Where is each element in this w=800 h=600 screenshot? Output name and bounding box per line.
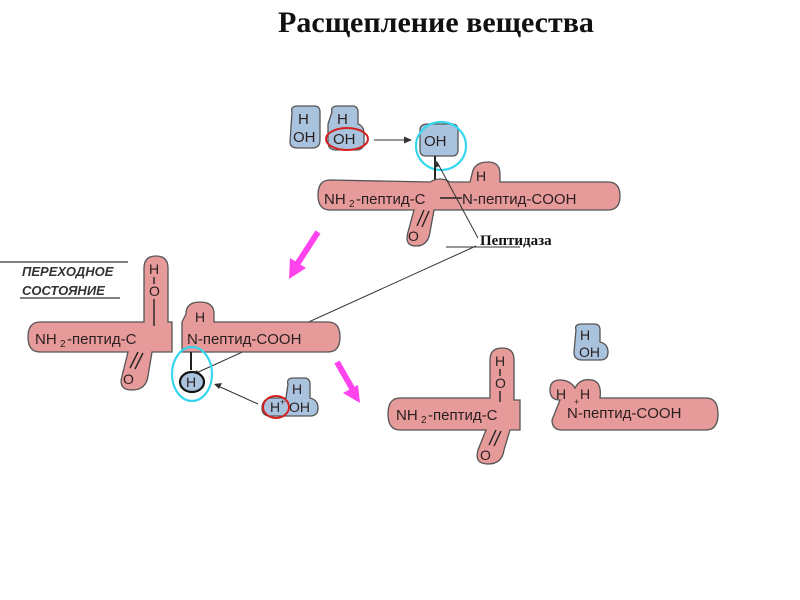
- nh2-label: NH: [35, 331, 57, 348]
- plus-sign: +: [574, 397, 579, 407]
- carbonyl-bond-top-a: [416, 209, 425, 227]
- carbonyl-bond-product-a: [488, 429, 497, 446]
- water-oh-label: OH: [579, 344, 600, 360]
- nh2-label: NH: [396, 407, 418, 424]
- water-molecule-3: H H + OH: [261, 377, 319, 419]
- oh-blob: [419, 123, 459, 157]
- carbonyl-bond-top-b: [421, 210, 430, 228]
- h-label: H: [186, 374, 196, 390]
- acid-o-label: O: [495, 375, 506, 391]
- water-molecule-1: H OH: [289, 105, 321, 149]
- carbonyl-bond-product-b: [493, 430, 502, 447]
- peptide-c-label: -пептид-C: [67, 331, 137, 348]
- h-blob: [178, 370, 206, 394]
- reaction-arrow-1: [289, 230, 321, 279]
- carbonyl-o-label: O: [123, 371, 134, 387]
- water-h-label: H: [580, 327, 590, 343]
- peptide-c-label: -пептид-C: [428, 407, 498, 424]
- water-molecule-4: H OH: [573, 323, 609, 361]
- svg-text:СОСТОЯНИЕ: СОСТОЯНИЕ: [22, 283, 105, 298]
- enzyme-pointer-bottom: [193, 245, 477, 375]
- peptide-backbone-transition-right: [181, 301, 341, 353]
- peptide-c-label: -пептид-C: [356, 191, 426, 208]
- oh-red-highlight: [325, 127, 369, 151]
- acid-h-label: H: [495, 353, 505, 369]
- transfer-arrowhead-bottom: [214, 383, 222, 389]
- amide-h-label: H: [195, 309, 205, 325]
- enzyme-pointer-top: [436, 161, 479, 239]
- oh-label: OH: [424, 133, 447, 150]
- water-oh-label: OH: [293, 129, 316, 146]
- n-peptide-cooh-label: N-пептид-COOH: [567, 405, 681, 422]
- water-h-label: H: [337, 111, 348, 128]
- transition-o-label: O: [149, 283, 160, 299]
- h-cyan-highlight: [170, 345, 214, 403]
- subscript-2: 2: [421, 415, 427, 426]
- water-h-label: H: [292, 381, 302, 397]
- amine-h-label: H: [580, 386, 590, 402]
- h-red-highlight: [262, 395, 290, 419]
- carbonyl-o-label: O: [408, 228, 419, 244]
- water-blob: [289, 105, 321, 149]
- plus-sign: +: [280, 397, 285, 407]
- svg-text:ПЕРЕХОДНОЕ: ПЕРЕХОДНОЕ: [22, 264, 114, 279]
- transfer-arrow-bottom: [217, 385, 259, 405]
- subscript-2: 2: [349, 199, 355, 210]
- carbonyl-bond-transition-a: [129, 351, 139, 369]
- peptide-backbone-top: [317, 161, 621, 247]
- n-peptide-cooh-label: N-пептид-COOH: [462, 191, 576, 208]
- subscript-2: 2: [60, 339, 66, 350]
- reaction-arrow-2: [334, 360, 360, 403]
- carbonyl-bond-transition-b: [134, 352, 144, 370]
- n-peptide-cooh-label: N-пептид-COOH: [187, 331, 301, 348]
- amide-h-label: H: [476, 168, 486, 184]
- enzyme-pointer-top-head: [434, 159, 440, 168]
- water-oh-label: OH: [333, 131, 356, 148]
- transition-state-label: ПЕРЕХОДНОЕ СОСТОЯНИЕ: [0, 261, 128, 299]
- enzyme-label: Пептидаза: [480, 233, 552, 249]
- water-h-label: H: [298, 111, 309, 128]
- transfer-arrowhead-top: [404, 136, 412, 144]
- page-title: Расщепление вещества: [278, 6, 594, 39]
- carbonyl-o-label: O: [480, 447, 491, 463]
- h-plus-label: H: [270, 399, 280, 415]
- water-molecule-2: H OH: [325, 105, 369, 151]
- water-blob: [573, 323, 609, 361]
- peptide-product-acid: [387, 347, 521, 465]
- transition-h-label: H: [149, 261, 159, 277]
- peptide-product-amine: [549, 379, 719, 431]
- nh2-label: NH: [324, 191, 346, 208]
- amine-h-label: H: [556, 386, 566, 402]
- water-oh-label: OH: [289, 399, 310, 415]
